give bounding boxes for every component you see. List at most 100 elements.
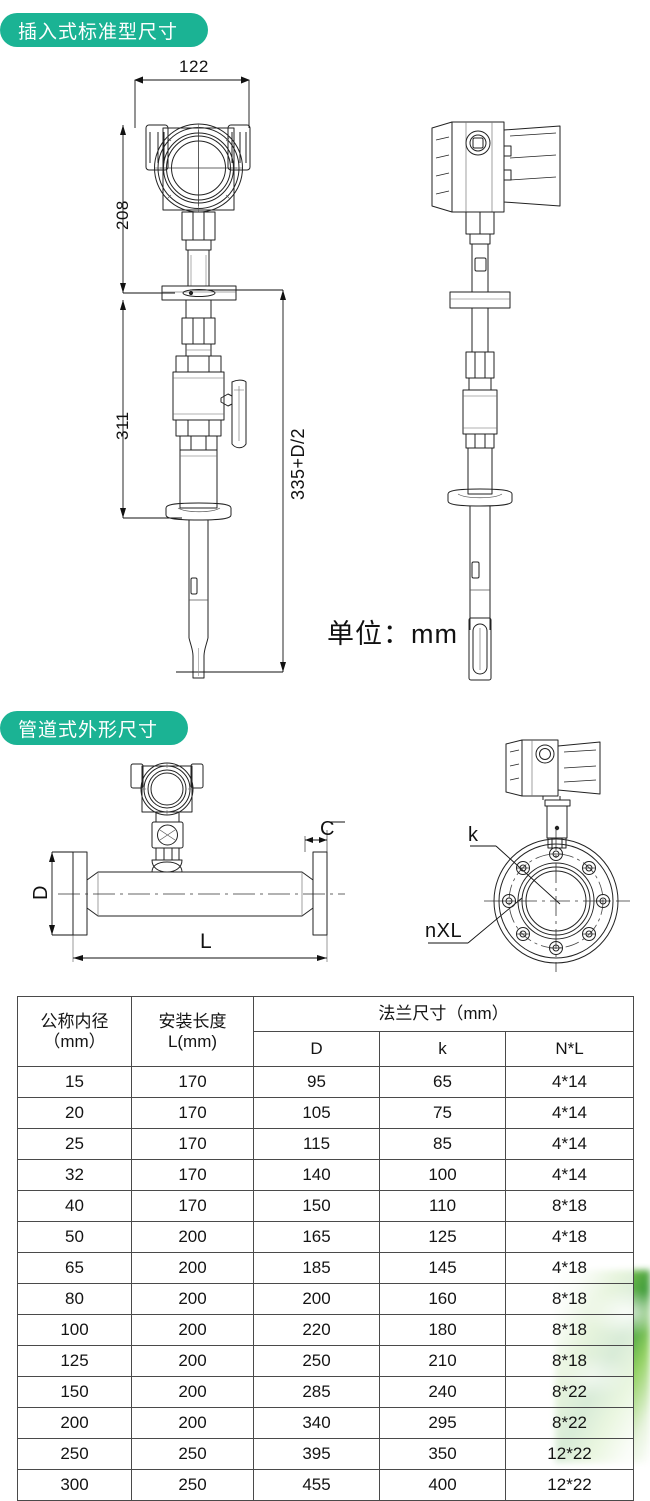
cell-k: 75 <box>379 1097 506 1129</box>
cell-nominal-diameter: 15 <box>17 1066 132 1098</box>
cell-k: 110 <box>379 1190 506 1222</box>
cell-D: 95 <box>253 1066 380 1098</box>
col-header-flange-group: 法兰尺寸（mm） <box>252 996 635 1032</box>
cell-NL: 8*22 <box>504 1376 635 1408</box>
cell-D: 105 <box>253 1097 380 1129</box>
cell-NL: 8*22 <box>504 1407 635 1439</box>
cell-nominal-diameter: 250 <box>17 1438 132 1470</box>
cell-NL: 4*14 <box>504 1128 635 1160</box>
cell-NL: 4*14 <box>504 1159 635 1191</box>
cell-D: 140 <box>253 1159 380 1191</box>
cell-D: 115 <box>253 1128 380 1160</box>
cell-k: 350 <box>379 1438 506 1470</box>
cell-NL: 12*22 <box>504 1469 635 1501</box>
cell-D: 200 <box>253 1283 380 1315</box>
col-header-install-length: 安装长度 L(mm) <box>131 996 254 1067</box>
col-header-nominal-diameter: 公称内径 （mm） <box>17 996 132 1067</box>
cell-D: 340 <box>253 1407 380 1439</box>
cell-nominal-diameter: 32 <box>17 1159 132 1191</box>
dim-label-335-d2: 335+D/2 <box>288 427 308 500</box>
table-header-row-2: D k N*L <box>18 1031 635 1067</box>
cell-D: 395 <box>253 1438 380 1470</box>
cell-install-length: 200 <box>131 1283 254 1315</box>
cell-install-length: 170 <box>131 1128 254 1160</box>
cell-nominal-diameter: 125 <box>17 1345 132 1377</box>
cell-NL: 8*18 <box>504 1314 635 1346</box>
cell-install-length: 170 <box>131 1159 254 1191</box>
section-badge-insertion: 插入式标准型尺寸 <box>0 13 209 47</box>
cell-NL: 8*18 <box>504 1345 635 1377</box>
cell-k: 210 <box>379 1345 506 1377</box>
cell-install-length: 170 <box>131 1097 254 1129</box>
cell-install-length: 250 <box>131 1469 254 1501</box>
cell-nominal-diameter: 100 <box>17 1314 132 1346</box>
dim-label-nxl: nXL <box>425 920 463 942</box>
cell-install-length: 170 <box>131 1190 254 1222</box>
cell-k: 160 <box>379 1283 506 1315</box>
cell-NL: 4*18 <box>504 1221 635 1253</box>
cell-nominal-diameter: 150 <box>17 1376 132 1408</box>
cell-nominal-diameter: 25 <box>17 1128 132 1160</box>
cell-k: 240 <box>379 1376 506 1408</box>
cell-k: 145 <box>379 1252 506 1284</box>
cell-install-length: 200 <box>131 1221 254 1253</box>
cell-NL: 12*22 <box>504 1438 635 1470</box>
col-header-nominal-diameter-line2: （mm） <box>43 1031 106 1051</box>
page-root: 插入式标准型尺寸 管道式外形尺寸 单位：mm 122 208 311 335+D… <box>0 13 650 1501</box>
cell-nominal-diameter: 200 <box>17 1407 132 1439</box>
cell-k: 125 <box>379 1221 506 1253</box>
cell-NL: 8*18 <box>504 1283 635 1315</box>
cell-D: 285 <box>253 1376 380 1408</box>
cell-install-length: 250 <box>131 1438 254 1470</box>
cell-nominal-diameter: 20 <box>17 1097 132 1129</box>
cell-nominal-diameter: 40 <box>17 1190 132 1222</box>
cell-install-length: 200 <box>131 1314 254 1346</box>
cell-D: 250 <box>253 1345 380 1377</box>
col-header-NL: N*L <box>504 1031 635 1067</box>
dim-label-C: C <box>320 818 335 840</box>
section-badge-pipeline: 管道式外形尺寸 <box>0 711 189 745</box>
cell-install-length: 200 <box>131 1407 254 1439</box>
cell-install-length: 200 <box>131 1345 254 1377</box>
cell-D: 150 <box>253 1190 380 1222</box>
cell-k: 400 <box>379 1469 506 1501</box>
cell-D: 220 <box>253 1314 380 1346</box>
section-badge-pipeline-label: 管道式外形尺寸 <box>18 719 159 741</box>
cell-k: 65 <box>379 1066 506 1098</box>
cell-NL: 4*18 <box>504 1252 635 1284</box>
section-badge-insertion-label: 插入式标准型尺寸 <box>18 21 179 43</box>
cell-D: 185 <box>253 1252 380 1284</box>
table-header-row-1: 公称内径 （mm） 安装长度 L(mm) 法兰尺寸（mm） <box>17 996 635 1067</box>
col-header-D: D <box>253 1031 380 1067</box>
cell-k: 100 <box>379 1159 506 1191</box>
dim-label-208: 208 <box>113 200 132 230</box>
dim-label-D: D <box>30 885 52 900</box>
cell-k: 180 <box>379 1314 506 1346</box>
cell-install-length: 170 <box>131 1066 254 1098</box>
col-header-k: k <box>379 1031 506 1067</box>
cell-nominal-diameter: 50 <box>17 1221 132 1253</box>
cell-k: 295 <box>379 1407 506 1439</box>
cell-D: 455 <box>253 1469 380 1501</box>
cell-k: 85 <box>379 1128 506 1160</box>
cell-NL: 8*18 <box>504 1190 635 1222</box>
flange-dimension-table: 公称内径 （mm） 安装长度 L(mm) 法兰尺寸（mm） D k N*L 15… <box>17 996 635 1501</box>
cell-D: 165 <box>253 1221 380 1253</box>
cell-nominal-diameter: 80 <box>17 1283 132 1315</box>
unit-note: 单位：mm <box>327 619 458 649</box>
dim-label-k: k <box>468 824 479 846</box>
